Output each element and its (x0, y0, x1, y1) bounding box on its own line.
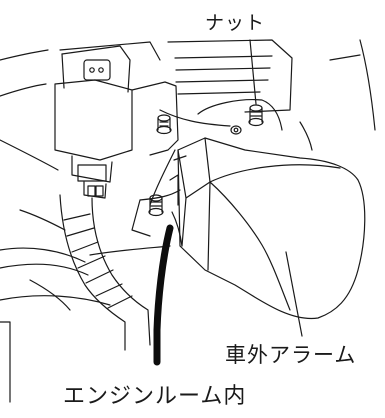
engine-bay-background (0, 39, 376, 306)
external-alarm-label: 車外アラーム (225, 343, 357, 367)
nut-icon (248, 104, 264, 127)
external-alarm (169, 137, 366, 320)
alarm-leader-line (285, 251, 303, 337)
nut-label: ナット (205, 12, 266, 34)
bolt-upper-left (156, 114, 172, 135)
bolt-bracket (230, 125, 242, 135)
nut-leader-line (249, 39, 257, 105)
left-connector (54, 45, 133, 199)
engine-room-bracket (0, 321, 11, 403)
engine-room-label: エンジンルーム内 (63, 384, 247, 409)
wiring-harness (0, 194, 171, 351)
mounting-plate (131, 39, 293, 237)
alarm-cable (153, 224, 174, 366)
bolt-lower-left (148, 194, 164, 217)
